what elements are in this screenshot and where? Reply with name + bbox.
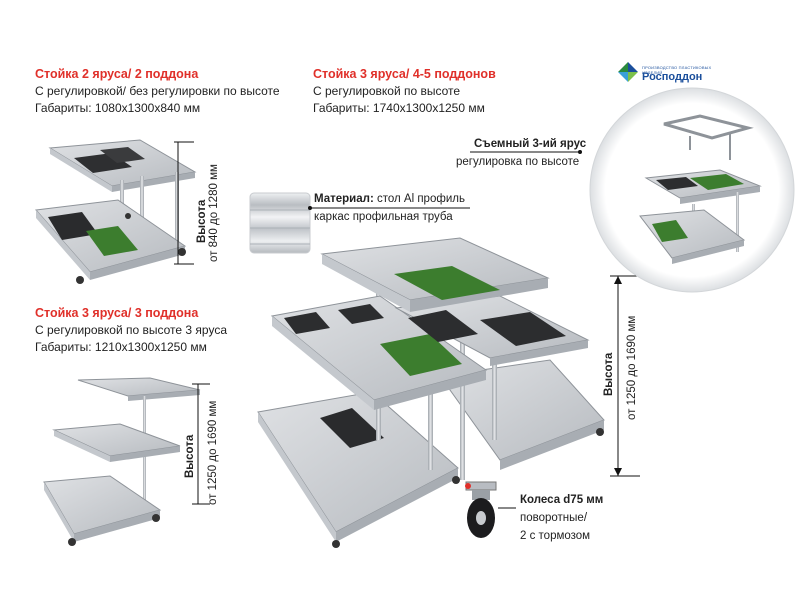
product-3tier-45-line1: С регулировкой по высоте bbox=[313, 84, 461, 98]
product-2tier-dimensions: Габариты: 1080х1300х840 мм bbox=[35, 101, 201, 115]
rack-2tier-height-label: Высота bbox=[196, 200, 208, 243]
product-3tier-3-line1: С регулировкой по высоте 3 яруса bbox=[35, 323, 227, 337]
rack-3tier-3-drawing bbox=[43, 377, 210, 546]
removable-tier-title: Съемный 3-ий ярус bbox=[474, 138, 587, 150]
removable-tier-inset bbox=[470, 87, 795, 293]
wheels-brake: 2 с тормозом bbox=[520, 530, 591, 542]
material-sample bbox=[249, 192, 470, 254]
rack-2tier-height-title: Высота bbox=[196, 199, 208, 243]
product-2tier-line1: С регулировкой/ без регулировки по высот… bbox=[35, 84, 280, 98]
brand-logo: ПРОИЗВОДСТВО ПЛАСТИКОВЫХ ИЗДЕЛИЙ Росподд… bbox=[616, 60, 716, 88]
rack-3tier-45-drawing bbox=[257, 237, 640, 548]
logo-name: Росподдон bbox=[642, 71, 703, 83]
product-3tier-45-title: Стойка 3 яруса/ 4-5 поддонов bbox=[313, 67, 496, 81]
material-value: стол Al профиль bbox=[373, 193, 465, 205]
removable-tier-callout: Съемный 3-ий ярус bbox=[474, 138, 586, 150]
rack-2tier-height-range: от 840 до 1280 мм bbox=[208, 164, 220, 262]
wheels-swivel: поворотные/ bbox=[520, 512, 588, 524]
logo-tagline: ПРОИЗВОДСТВО ПЛАСТИКОВЫХ ИЗДЕЛИЙ bbox=[642, 65, 712, 75]
removable-tier-subtitle: регулировка по высоте bbox=[456, 156, 580, 168]
logo-icon bbox=[618, 62, 638, 82]
material-label: Материал: bbox=[314, 193, 374, 205]
main-rack-height-title: Высота bbox=[603, 352, 615, 396]
rack-3tier-3-height-label: Высота bbox=[184, 435, 196, 478]
rack-3tier-3-height-range: от 1250 до 1690 мм bbox=[207, 400, 219, 505]
product-3tier-3-title: Стойка 3 яруса/ 3 поддона bbox=[35, 306, 199, 320]
product-3tier-3-dimensions: Габариты: 1210х1300х1250 мм bbox=[35, 340, 207, 354]
material-callout: Материал: стол Al профиль bbox=[314, 193, 465, 205]
rack-2tier-drawing bbox=[35, 139, 197, 284]
wheels-title: Колеса d75 мм bbox=[520, 494, 604, 506]
main-rack-height-range: от 1250 до 1690 мм bbox=[626, 315, 638, 420]
main-rack-height-label: Высота bbox=[603, 353, 615, 396]
product-2tier-title: Стойка 2 яруса/ 2 поддона bbox=[35, 67, 199, 81]
material-frame: каркас профильная труба bbox=[314, 211, 453, 223]
caster-wheel-drawing bbox=[465, 481, 516, 538]
product-3tier-45-dimensions: Габариты: 1740х1300х1250 мм bbox=[313, 101, 485, 115]
rack-3tier-3-height-title: Высота bbox=[184, 434, 196, 478]
wheels-callout: Колеса d75 мм bbox=[520, 494, 603, 506]
